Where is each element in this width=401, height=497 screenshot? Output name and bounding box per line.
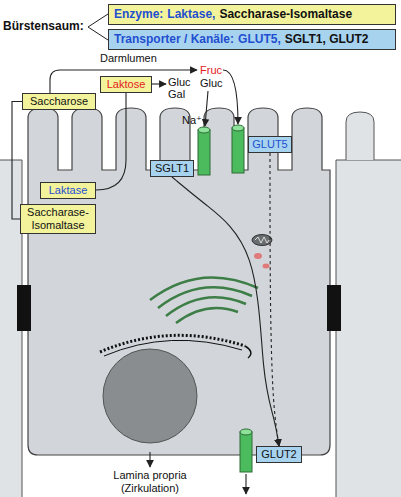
box-text: SGLT1: [155, 162, 189, 175]
mitochondrion: [252, 235, 272, 246]
channel-top: [198, 127, 210, 133]
flow-arrow: [149, 452, 150, 467]
transporter-box: GLUT5: [248, 136, 292, 153]
channel-body: [240, 432, 252, 472]
text-label: Gluc: [168, 76, 194, 89]
transporter-box: SGLT1: [150, 160, 194, 177]
rough-er: [245, 346, 251, 358]
flow-arrow: [152, 83, 166, 84]
vesicle: [254, 253, 262, 259]
flow-arrow: [223, 70, 238, 124]
enzyme-box: Enzyme: Laktase, Saccharase-Isomaltase: [108, 4, 396, 25]
enzyme-line: [96, 93, 126, 190]
text-label: Gluc: [200, 77, 226, 90]
box-text: SGLT1, GLUT2: [285, 33, 369, 46]
text-label: Na⁺: [182, 114, 202, 127]
box-text: Saccharose: [30, 95, 88, 108]
box-text: Transporter / Kanäle:: [114, 33, 234, 46]
channel-body: [198, 130, 210, 175]
glut5-channel: [232, 125, 244, 173]
text-label: Darmlumen: [100, 52, 170, 65]
flow-connector: [172, 177, 279, 446]
text-label: Gal: [168, 88, 194, 101]
flow-arrow: [205, 91, 208, 126]
golgi-cisterna: [166, 297, 246, 316]
substrate-box: Laktose: [100, 76, 152, 93]
microvillus: [346, 112, 374, 160]
substrate-box: Saccharose: [22, 93, 96, 110]
flow-arrow: [245, 474, 246, 494]
box-text: GLUT5,: [238, 33, 281, 46]
sglt1-channel: [198, 127, 210, 175]
neighbour-cell: [336, 160, 401, 497]
bracket-line: [88, 14, 108, 40]
channel-body: [232, 128, 244, 173]
box-text: Laktose: [107, 78, 146, 91]
enzyme-box: Laktase: [40, 182, 96, 199]
box-text: Laktase,: [167, 8, 215, 21]
mitochondrion-crista: [255, 237, 269, 243]
golgi-cisterna: [176, 308, 238, 323]
flow-connector: [12, 102, 22, 220]
rough-er: [104, 340, 242, 356]
box-text: Saccharase-Isomaltase: [24, 206, 92, 232]
channel-top: [240, 429, 252, 435]
vesicle: [263, 264, 270, 269]
tight-junction: [17, 285, 31, 331]
enzyme-box: Saccharase-Isomaltase: [20, 204, 96, 234]
box-text: Saccharase-Isomaltase: [219, 8, 352, 21]
box-text: GLUT5: [252, 138, 287, 151]
transporter-box: Transporter / Kanäle: GLUT5, SGLT1, GLUT2: [108, 29, 396, 50]
flow-connector: [270, 153, 279, 446]
transporter-box: GLUT2: [256, 446, 302, 463]
nucleus: [103, 349, 197, 443]
text-label: Lamina propria (Zirkulation): [105, 469, 195, 495]
enterocyte: [28, 108, 330, 455]
tight-junction: [327, 285, 341, 331]
glut2-channel: [240, 429, 252, 472]
text-label: Bürstensaum:: [3, 20, 89, 33]
box-text: GLUT2: [261, 448, 296, 461]
box-text: Laktase: [49, 184, 88, 197]
box-text: Enzyme:: [114, 8, 163, 21]
channel-top: [232, 125, 244, 131]
text-label: Fruc: [200, 64, 226, 77]
